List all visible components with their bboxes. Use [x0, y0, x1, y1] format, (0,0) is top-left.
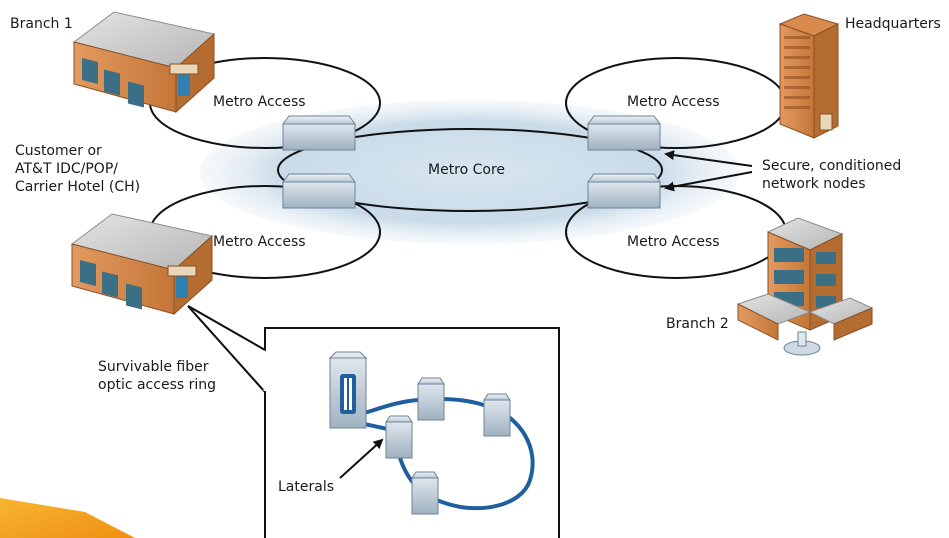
- server-cabinet-icon: [328, 351, 368, 429]
- network-node-icon: [417, 377, 445, 421]
- building-icon: [72, 11, 216, 114]
- label-customer-line-2: AT&T IDC/POP/: [15, 161, 118, 177]
- building-icon: [70, 213, 214, 316]
- label-survivable-line-1: Survivable fiber: [98, 359, 209, 375]
- label-customer-line-3: Carrier Hotel (CH): [15, 179, 141, 195]
- network-node-icon: [282, 115, 356, 151]
- arrow-laterals: [339, 438, 384, 479]
- ring-metro-core: [277, 128, 663, 212]
- label-metro-access-tl: Metro Access: [213, 94, 306, 110]
- office-tower-icon: [778, 13, 840, 139]
- callout-pointer: [187, 305, 266, 393]
- label-headquarters: Headquarters: [845, 16, 941, 32]
- label-metro-access-tr: Metro Access: [627, 94, 720, 110]
- orange-corner-accent: [0, 498, 135, 538]
- label-survivable-block: Survivable fiber optic access ring: [98, 358, 216, 394]
- label-branch-1: Branch 1: [10, 16, 73, 32]
- label-secure-line-1: Secure, conditioned: [762, 158, 902, 174]
- label-metro-access-br: Metro Access: [627, 234, 720, 250]
- label-laterals: Laterals: [278, 479, 334, 495]
- network-node-icon: [587, 115, 661, 151]
- network-node-icon: [385, 415, 413, 459]
- network-node-icon: [411, 471, 439, 515]
- network-node-icon: [587, 173, 661, 209]
- label-branch-2: Branch 2: [666, 316, 729, 332]
- campus-building-icon: [736, 217, 874, 356]
- network-node-icon: [483, 393, 511, 437]
- label-secure-block: Secure, conditioned network nodes: [762, 157, 901, 193]
- arrow-secure-node-bottom: [664, 171, 753, 192]
- label-customer-line-1: Customer or: [15, 143, 102, 159]
- label-secure-line-2: network nodes: [762, 176, 866, 192]
- label-survivable-line-2: optic access ring: [98, 377, 217, 393]
- label-metro-core: Metro Core: [428, 162, 506, 178]
- label-metro-access-bl: Metro Access: [213, 234, 306, 250]
- network-node-icon: [282, 173, 356, 209]
- label-customer-block: Customer or AT&T IDC/POP/ Carrier Hotel …: [15, 142, 140, 196]
- arrow-secure-node-top: [664, 150, 753, 167]
